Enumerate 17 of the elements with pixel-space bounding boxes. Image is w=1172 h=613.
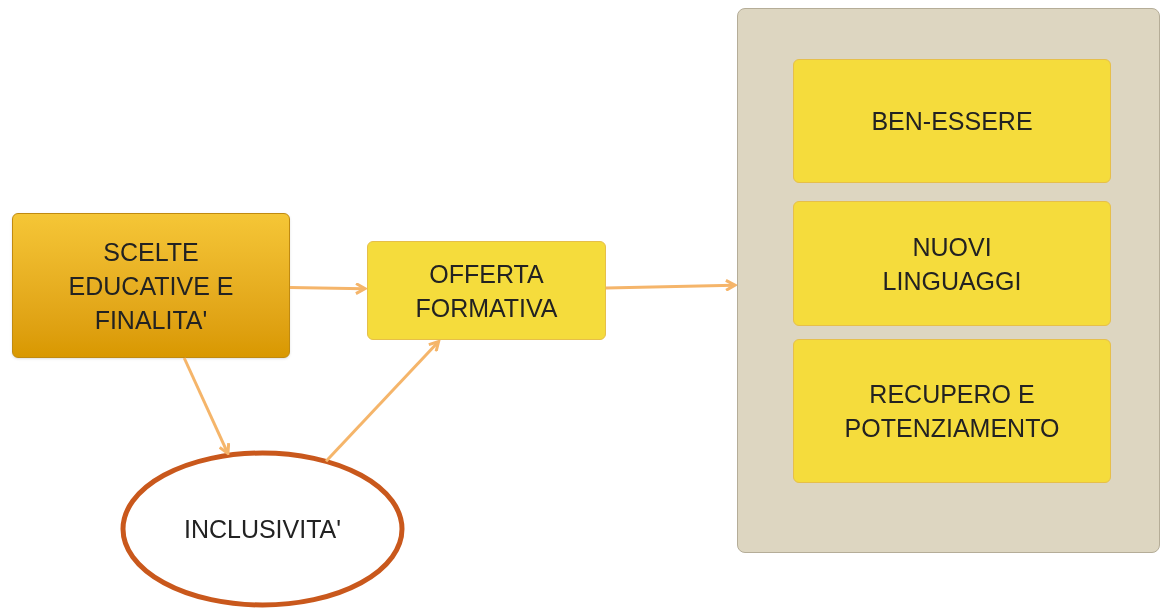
process-box <box>367 241 606 340</box>
node-label: INCLUSIVITA' <box>182 514 343 545</box>
process-box <box>793 339 1111 483</box>
process-box <box>793 201 1111 326</box>
group-panel <box>737 8 1160 553</box>
arrow <box>182 357 231 455</box>
process-box <box>793 59 1111 183</box>
arrow <box>324 339 441 463</box>
node-label: SCELTE EDUCATIVE E FINALITA' <box>67 236 235 336</box>
process-box <box>12 213 290 358</box>
arrow <box>605 278 737 292</box>
node-label: RECUPERO E POTENZIAMENTO <box>843 379 1061 444</box>
node-label: BEN-ESSERE <box>870 106 1034 137</box>
node-label: OFFERTA FORMATIVA <box>414 258 559 324</box>
ellipse-node <box>120 450 405 608</box>
node-label: NUOVI LINGUAGGI <box>881 231 1023 297</box>
arrow <box>289 282 367 296</box>
